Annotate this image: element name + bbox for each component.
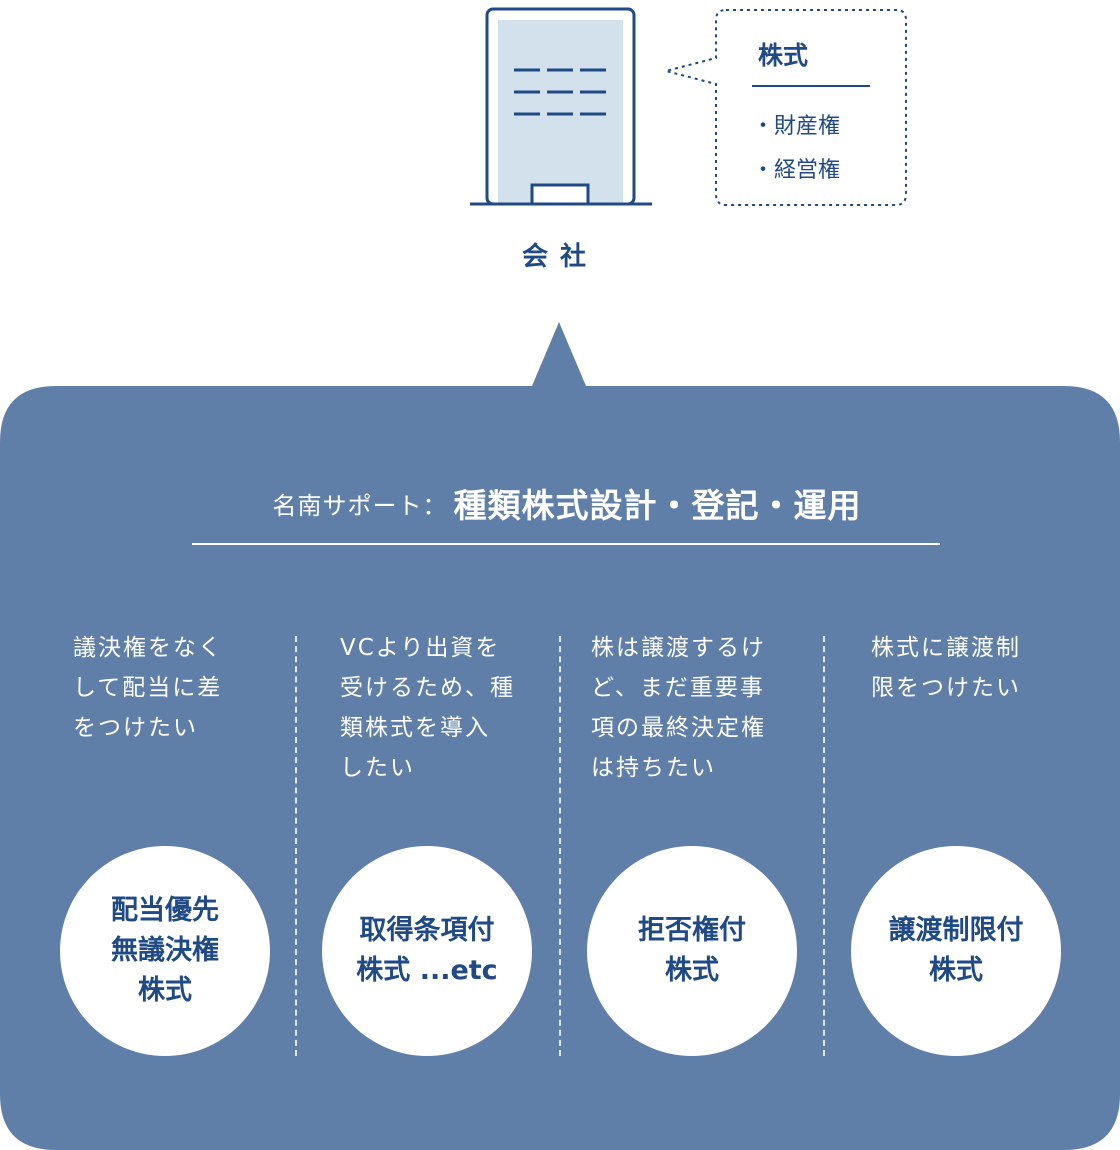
share-type-circle: 拒否権付 株式 [587,846,797,1056]
share-type-label: 譲渡制限付 株式 [888,915,1024,986]
share-type-label: 取得条項付 株式 ...etc [356,915,498,986]
company-label: 会社 [521,242,598,272]
share-type-circle: 譲渡制限付 株式 [851,846,1061,1056]
bubble-item-management-rights: ・経営権 [752,158,841,183]
support-heading: 名南サポート： 種類株式設計・登記・運用 [192,478,942,528]
column-divider [559,636,561,1056]
share-type-circle: 配当優先 無議決権 株式 [60,846,270,1056]
share-type-label: 拒否権付 株式 [638,915,746,986]
heading-rule [192,543,940,545]
column-divider [823,636,825,1056]
need-text: 株式に譲渡制 限をつけたい [871,635,1021,701]
bubble-item-property-rights: ・財産権 [752,114,841,139]
column-divider [295,636,297,1056]
heading-title: 種類株式設計・登記・運用 [453,486,862,525]
need-text: 議決権をなく して配当に差 をつけたい [73,635,223,741]
bubble-divider [752,85,870,87]
building-icon [470,7,652,206]
need-text: VCより出資を 受けるため、種 類株式を導入 したい [340,635,515,781]
share-type-circle: 取得条項付 株式 ...etc [322,846,532,1056]
speech-bubble [662,9,907,206]
share-type-label: 配当優先 無議決権 株式 [111,895,219,1006]
bubble-title: 株式 [758,41,809,70]
need-text: 株は譲渡するけ ど、まだ重要事 項の最終決定権 は持ちたい [591,635,766,781]
heading-prefix: 名南サポート： [272,491,448,520]
